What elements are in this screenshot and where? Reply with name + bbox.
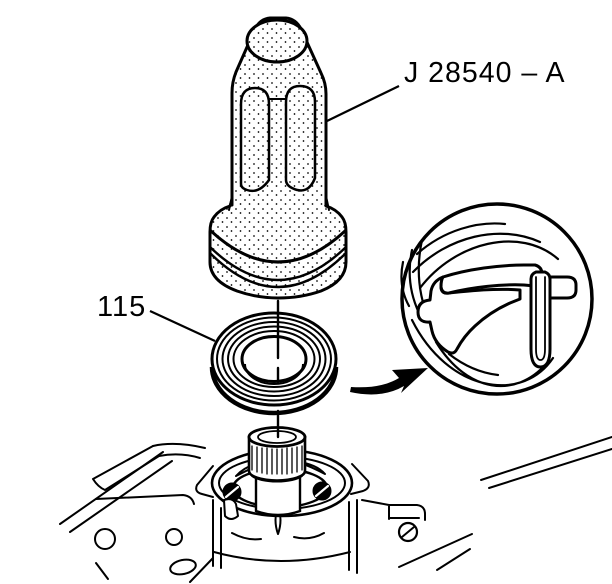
tool-label: J 28540 – A [404,57,566,89]
tool-base-rim-3 [208,251,348,289]
section-case-leg [529,270,552,369]
seal-outer [210,311,338,407]
boss-left-edges [212,499,222,569]
seal-ring-3 [221,321,327,397]
flange-wing-left [195,465,214,498]
section-lower-contours [410,318,555,387]
tool-top-face [245,18,309,64]
tool-base [208,198,348,300]
housing-right-diagonals [398,533,473,571]
section-case-tab [548,275,578,300]
flange-stud-left [222,482,242,502]
tool-flute-right [284,84,317,192]
housing-left-stroke [95,557,214,583]
seal-installer-tool [208,16,348,300]
housing-right-bracket [361,499,426,521]
seal-ring-4 [227,325,321,393]
seal-ring-5 [232,330,316,388]
part-leader-line [149,310,216,342]
seal-side-wall [209,366,339,416]
housing-right-bolt [397,521,419,543]
shaft-seal [209,311,339,416]
seal-bore-edge [240,335,308,383]
seal-bore-wall [244,363,304,385]
spline-chamfer [251,475,303,483]
housing-left-pad [169,558,197,576]
housing-right-bolt-slash [401,526,415,538]
boss-notch [223,498,239,520]
tool-collar-tick-left [228,195,233,211]
housing-bolt-hole-1 [94,528,116,550]
housing-left-rib [59,451,173,533]
flange-stud-right [312,481,332,501]
spline-teeth [251,445,303,475]
tool-flute-left [239,86,271,193]
section-upper-contours [411,222,560,290]
splined-shaft [247,426,307,517]
tool-leader-line [326,85,400,122]
tool-collar-tick-right [325,195,330,211]
part-label: 115 [97,291,146,323]
section-case-leg-inner [535,276,546,361]
housing-left-ledge [95,494,195,505]
boss-face-dashes [231,532,325,541]
flange-wing-right [350,463,370,495]
housing-left-join [152,442,206,459]
seal-ring-2 [216,316,332,402]
housing-right-rib [480,436,612,489]
transaxle-housing [59,436,612,583]
tool-base-rim-2 [208,245,348,282]
callout-labels [149,85,400,342]
tool-handle-outline [230,16,328,207]
boss-right-edges [348,499,358,574]
detail-callout-arrow-icon [350,368,428,395]
housing-left-vee [92,445,160,491]
shaft-cylinder [254,472,302,517]
boss-bottom [213,551,351,562]
tool-base-rim-1 [209,229,347,264]
housing-bolt-hole-2 [165,528,183,546]
seal-cross-section-callout [400,202,594,396]
